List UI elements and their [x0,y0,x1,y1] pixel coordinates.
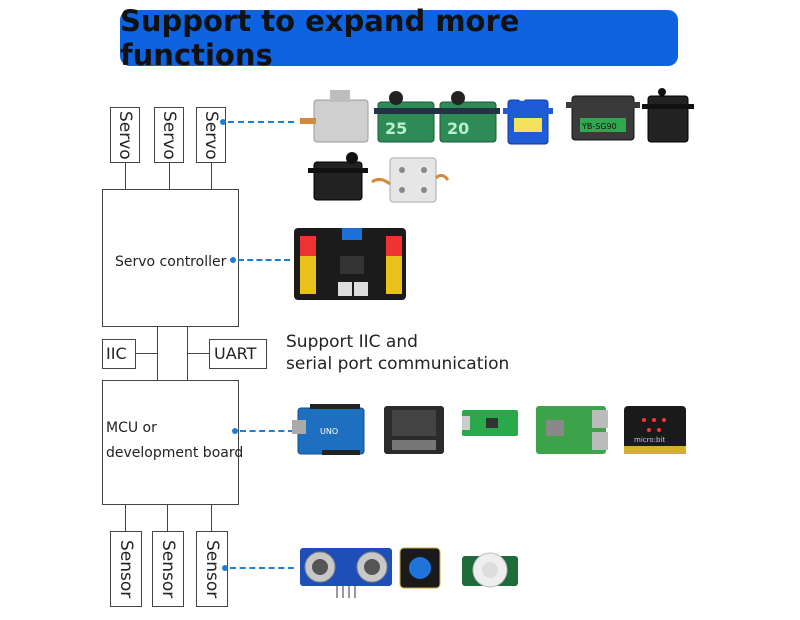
comm-note-line1: Support IIC and [286,332,418,352]
servo-image-green-20: 20 [436,91,500,143]
mcu-label-line1: MCU or [106,420,157,436]
servo-label-1: Servo [115,110,135,160]
title-banner: Support to expand more functions [120,4,678,72]
mcu-dot [232,428,238,434]
sensor-dot [222,565,228,571]
iic-box [102,339,136,369]
sensor-box-1 [110,531,142,607]
servo-box-3 [196,107,226,163]
servo-connector-3 [211,163,212,189]
sensor-connector-3 [211,505,212,531]
board-image-pico [462,410,518,436]
board-image-jetson [384,406,444,454]
mcu-box [102,380,239,505]
servo-controller-label: Servo controller [115,254,227,270]
sensor-connector-2 [167,505,168,531]
sensor-label-2: Sensor [158,539,178,599]
sensor-image-ultrasonic [300,548,392,598]
servo-image-white-lego [371,157,450,203]
sensor-image-button [399,547,441,589]
servo-image-black-2 [308,152,368,201]
servo-dashed-link [228,121,294,123]
mcu-label-line2: development board [106,445,244,461]
servo-image-lego-gray [300,90,369,143]
uart-label: UART [214,344,257,363]
servo-image-blue [503,91,553,145]
servo-controller-board-image [294,228,406,300]
iic-tick [135,353,157,354]
iic-label: IIC [106,344,127,363]
servo-25-text: 25 [385,119,407,138]
sensor-image-pir [462,552,518,588]
servo-image-green-25: 25 [374,91,438,143]
servo-image-yb-sg90: YB-SG90 [566,95,640,141]
servo-connector-2 [169,163,170,189]
board-image-raspberry-pi [536,406,608,454]
uart-tick [187,353,209,354]
bus-line-left [157,327,158,380]
servo-controller-box [102,189,239,327]
sensor-box-2 [152,531,184,607]
uno-text: UNO [320,427,338,436]
page-title: Support to expand more functions [120,4,520,72]
uart-box [209,339,267,369]
sensor-dashed-link [230,567,294,569]
servo-dot [220,119,226,125]
servo-box-2 [154,107,184,163]
servo-box-1 [110,107,140,163]
board-image-microbit: micro:bit [624,406,686,454]
servo-yb-text: YB-SG90 [581,122,617,131]
sensor-connector-1 [125,505,126,531]
comm-note-line2: serial port communication [286,354,510,374]
sensor-label-1: Sensor [116,539,136,599]
servo-label-3: Servo [201,110,221,160]
servo-image-black [642,88,694,143]
microbit-text: micro:bit [634,436,665,444]
servo-20-text: 20 [447,119,469,138]
sensor-label-3: Sensor [202,539,222,599]
mcu-dashed-link [240,430,294,432]
servo-label-2: Servo [159,110,179,160]
board-image-uno: UNO [292,404,365,455]
controller-dot [230,257,236,263]
controller-dashed-link [238,259,290,261]
servo-connector-1 [125,163,126,189]
